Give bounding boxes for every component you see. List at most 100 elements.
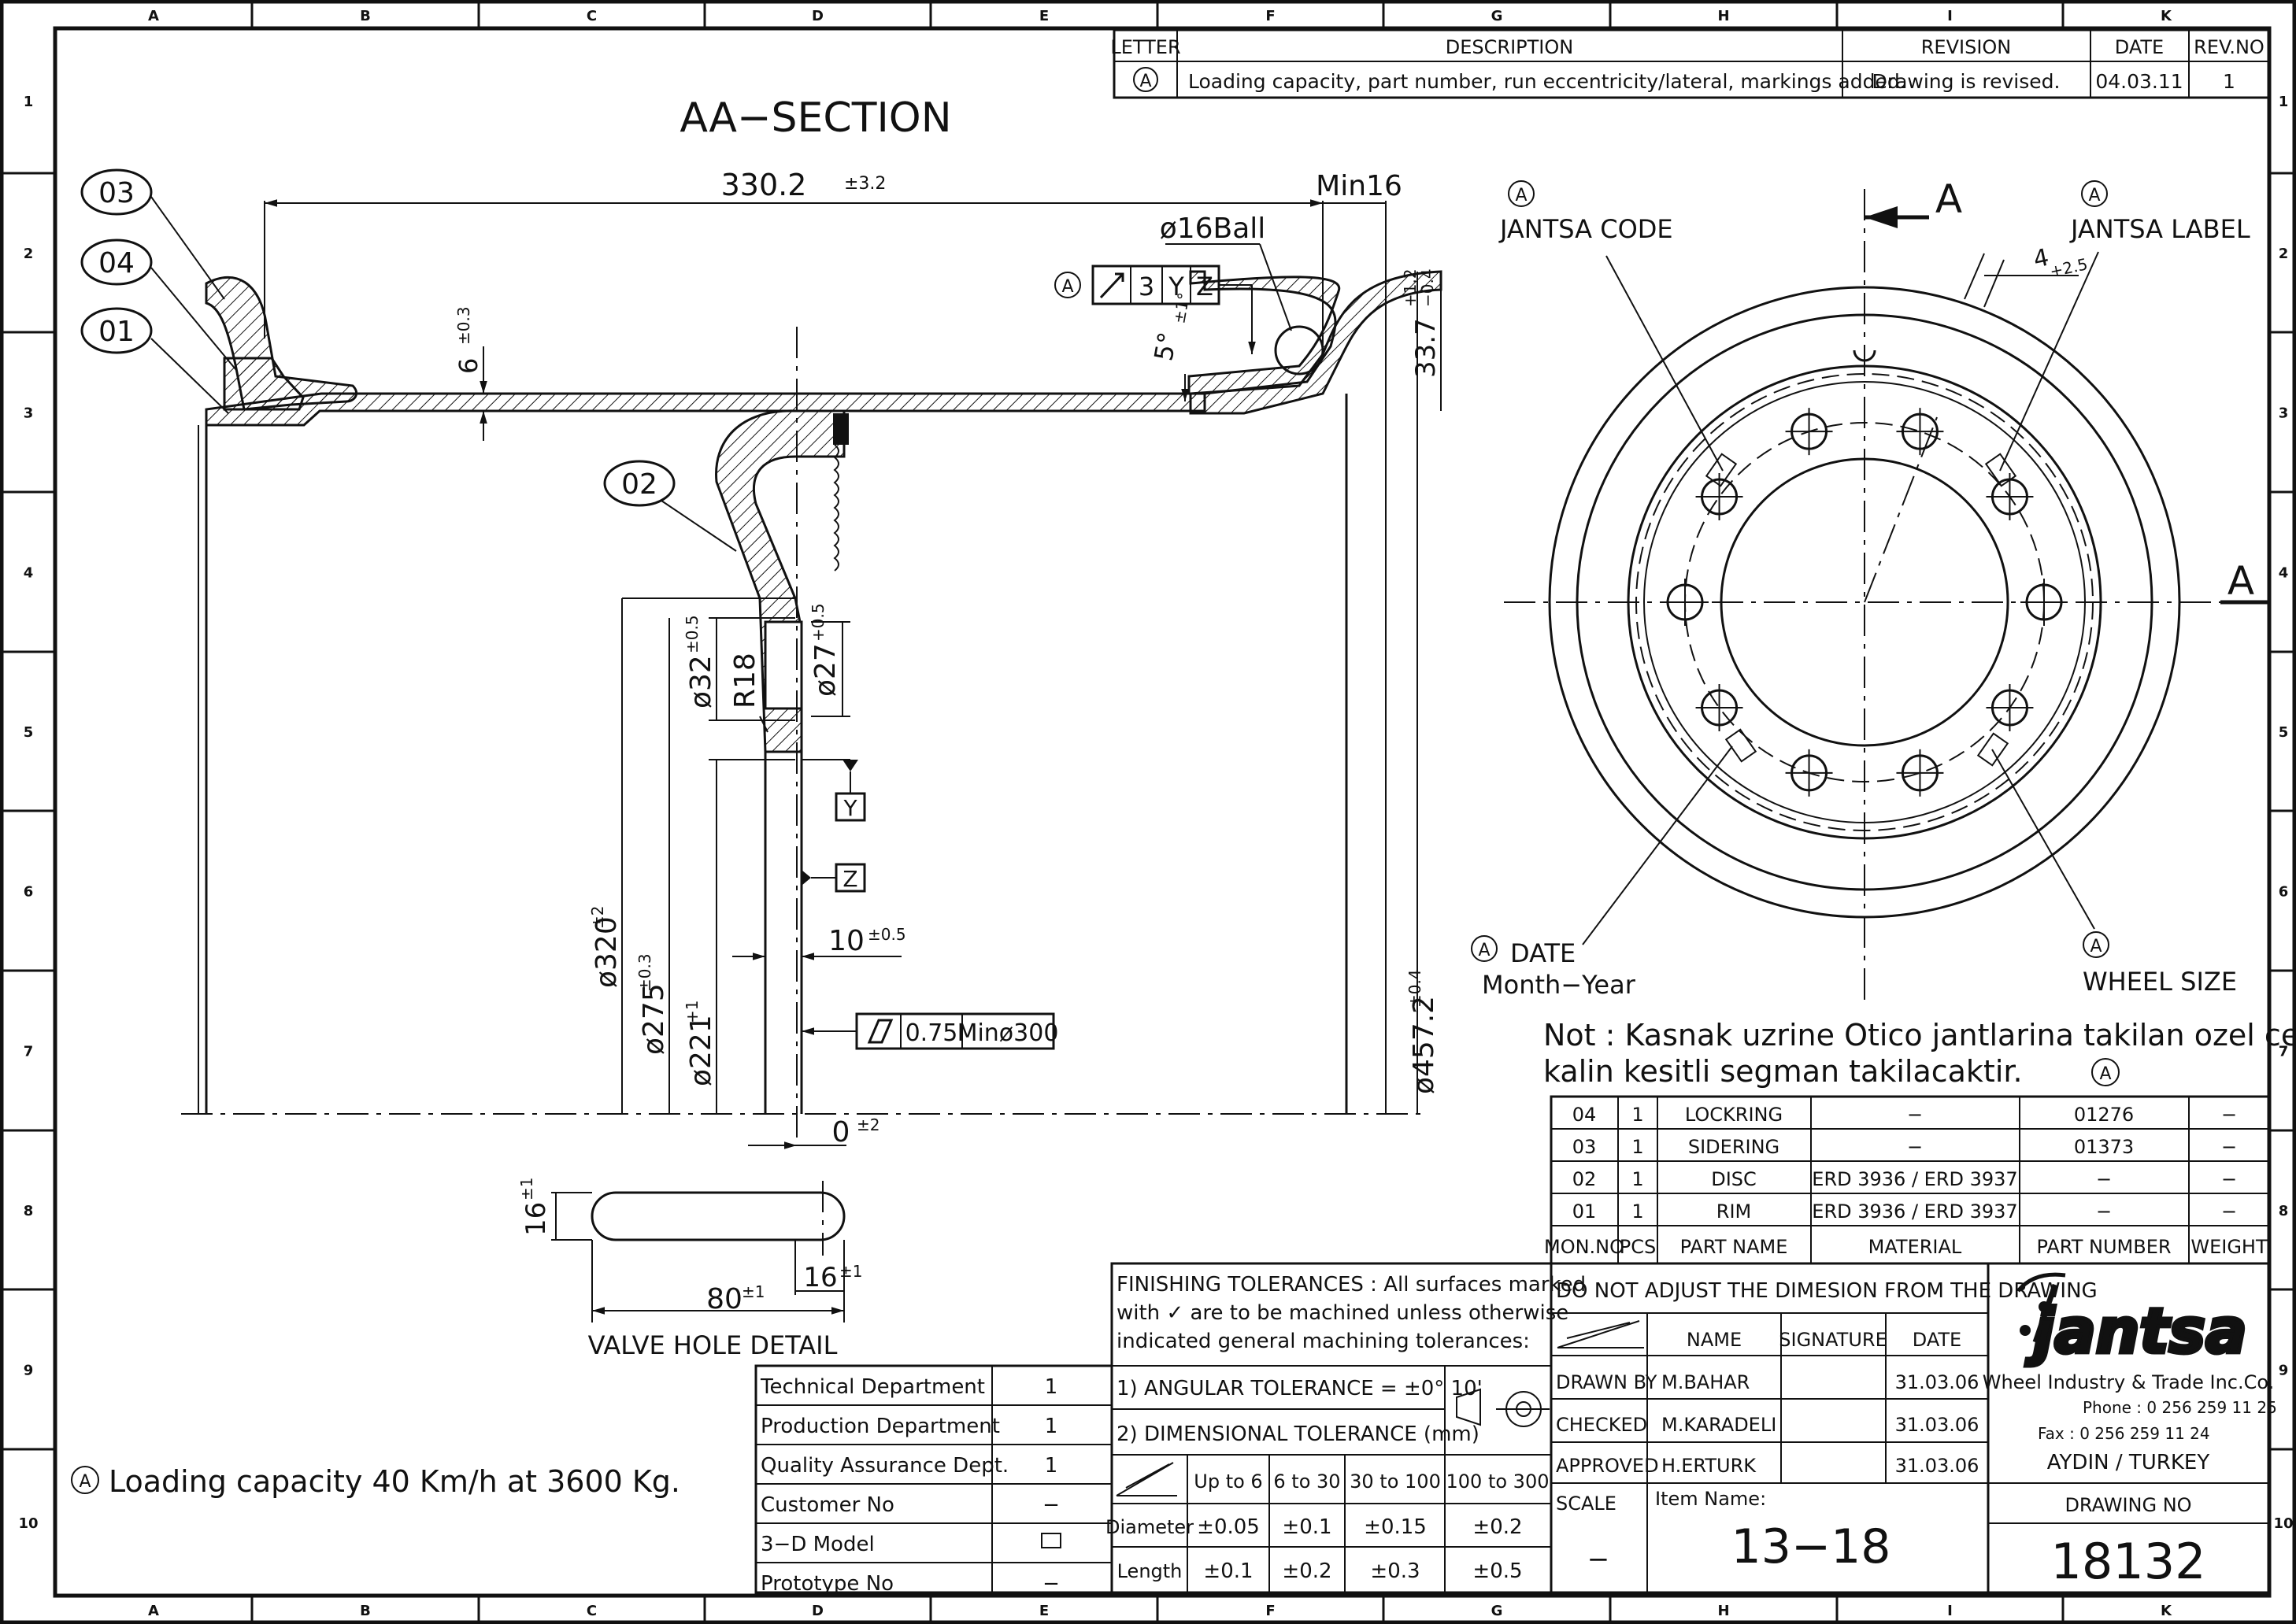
svg-text:A: A bbox=[1478, 941, 1490, 960]
dont-adjust-notice: DO NOT ADJUST THE DIMESION FROM THE DRAW… bbox=[1556, 1279, 2098, 1303]
svg-text:A: A bbox=[2088, 186, 2100, 205]
jantsa-label-label: JANTSA LABEL bbox=[2069, 214, 2250, 244]
grid-row-10: 10 bbox=[18, 1515, 38, 1532]
parts-cell: ERD 3936 / ERD 3937 bbox=[1812, 1168, 2017, 1190]
valve-w-tol: ±1 bbox=[742, 1282, 765, 1301]
grid-row-6: 6 bbox=[2279, 884, 2289, 901]
valve-r-tol: ±1 bbox=[839, 1262, 862, 1281]
machined-surface-mark bbox=[833, 444, 839, 572]
grid-row-3: 3 bbox=[2279, 405, 2289, 422]
datum-y-box bbox=[835, 792, 866, 822]
section-mark-right: A bbox=[2227, 558, 2254, 604]
runout-value: 3 bbox=[1139, 272, 1154, 301]
valve-hole-detail: 16 ±1 80 ±1 16 ±1 VALVE HOLE DETAIL bbox=[517, 1178, 862, 1360]
grid-col-E: E bbox=[1039, 8, 1049, 24]
parts-cell: 01 bbox=[1572, 1200, 1597, 1223]
parts-cell: 1 bbox=[1631, 1104, 1643, 1126]
jantsa-code-label: JANTSA CODE bbox=[1498, 214, 1673, 244]
grid-col-B: B bbox=[360, 1603, 371, 1619]
d275-dim: ø275 bbox=[638, 983, 670, 1055]
balloon-02: 02 bbox=[603, 460, 737, 552]
parts-cell: 01373 bbox=[2074, 1136, 2134, 1158]
grid-row-5: 5 bbox=[24, 724, 34, 741]
aa-section-view: AA−SECTION 330.2 ±3.2 Min16 bbox=[80, 94, 1442, 1149]
parts-cell: RIM bbox=[1716, 1200, 1751, 1223]
d27-dim: ø27 bbox=[809, 643, 842, 697]
rev-header-date: DATE bbox=[2115, 36, 2164, 58]
finishing-line-1: FINISHING TOLERANCES : All surfaces mark… bbox=[1117, 1273, 1586, 1297]
parts-cell: 04 bbox=[1572, 1104, 1597, 1126]
signoff-name: H.ERTURK bbox=[1661, 1455, 1757, 1477]
flange-dim: 33.7 bbox=[1410, 318, 1442, 378]
flatness-min: Minø300 bbox=[957, 1019, 1059, 1047]
d320-dim: ø320 bbox=[591, 916, 623, 988]
parts-cell: − bbox=[2221, 1168, 2237, 1190]
company-fax: Fax : 0 256 259 11 24 bbox=[2038, 1424, 2210, 1443]
valve-w-dim: 80 bbox=[706, 1283, 742, 1315]
grid-row-7: 7 bbox=[24, 1044, 34, 1060]
parts-header: WEIGHT bbox=[2190, 1236, 2268, 1258]
signoff-header-date: DATE bbox=[1913, 1329, 1961, 1351]
parts-cell: − bbox=[2096, 1200, 2112, 1223]
dim-4: 4 bbox=[2031, 244, 2051, 274]
projection-cone-icon bbox=[1456, 1388, 1481, 1426]
svg-text:jantsa: jantsa bbox=[2025, 1297, 2246, 1367]
company-city: AYDIN / TURKEY bbox=[2047, 1451, 2210, 1474]
grid-col-H: H bbox=[1717, 1603, 1729, 1619]
valve-r-dim: 16 bbox=[803, 1262, 837, 1293]
svg-text:A: A bbox=[2090, 937, 2102, 956]
grid-row-6: 6 bbox=[24, 884, 34, 901]
parts-cell: 01276 bbox=[2074, 1104, 2134, 1126]
grid-col-I: I bbox=[1947, 8, 1953, 24]
rim-profile bbox=[205, 392, 1206, 427]
grid-col-C: C bbox=[587, 1603, 597, 1619]
balloon-03: 03 bbox=[80, 168, 225, 300]
runout-datum-z: Z bbox=[1196, 272, 1213, 301]
grid-col-B: B bbox=[360, 8, 371, 24]
finishing-symbol-icon bbox=[1116, 1462, 1177, 1496]
valve-slot bbox=[591, 1191, 846, 1241]
grid-row-2: 2 bbox=[2279, 246, 2289, 262]
department-count: − bbox=[1042, 1572, 1060, 1596]
flatness-icon bbox=[867, 1019, 894, 1044]
parts-cell: LOCKRING bbox=[1685, 1104, 1783, 1126]
parts-cell: − bbox=[1907, 1136, 1923, 1158]
department-count: 1 bbox=[1045, 1454, 1058, 1478]
drawing-no: 18132 bbox=[2050, 1533, 2205, 1590]
lockring-profile bbox=[223, 357, 305, 411]
parts-cell: − bbox=[1907, 1104, 1923, 1126]
footnote-text: Loading capacity 40 Km/h at 3600 Kg. bbox=[109, 1464, 680, 1499]
t10-tol: ±0.5 bbox=[868, 925, 906, 944]
d275-tol: ±0.3 bbox=[635, 953, 654, 992]
dimensional-tolerance: 2) DIMENSIONAL TOLERANCE (mm) bbox=[1117, 1422, 1479, 1446]
finishing-tolerances: FINISHING TOLERANCES : All surfaces mark… bbox=[1105, 1262, 1586, 1594]
grid-row-8: 8 bbox=[24, 1203, 34, 1219]
offset-dim: 0 bbox=[832, 1116, 850, 1149]
datum-y: Y bbox=[842, 795, 857, 821]
signoff-name: M.KARADELI bbox=[1661, 1414, 1776, 1436]
runout-datum-y: Y bbox=[1168, 272, 1184, 301]
datum-z-box bbox=[835, 863, 866, 893]
note-line-1: Not : Kasnak uzrine Otico jantlarina tak… bbox=[1543, 1018, 2296, 1052]
svg-text:01: 01 bbox=[98, 316, 135, 348]
tolerance-range: Up to 6 bbox=[1194, 1470, 1262, 1493]
tolerance-range: 30 to 100 bbox=[1350, 1470, 1441, 1493]
diameter-label: Diameter bbox=[1105, 1516, 1194, 1538]
grid-col-H: H bbox=[1717, 8, 1729, 24]
grid-col-I: I bbox=[1947, 1603, 1953, 1619]
parts-cell: 03 bbox=[1572, 1136, 1597, 1158]
department-name: Quality Assurance Dept. bbox=[761, 1454, 1009, 1478]
runout-arrow-icon bbox=[1099, 272, 1124, 299]
department-name: Prototype No bbox=[761, 1572, 894, 1596]
grid-row-10: 10 bbox=[2273, 1515, 2293, 1532]
parts-header: PCS bbox=[1620, 1236, 1656, 1258]
note-rev-mark: A bbox=[2099, 1064, 2111, 1084]
wheel-size-label: WHEEL SIZE bbox=[2083, 967, 2237, 997]
right-flange-profile bbox=[1187, 270, 1341, 395]
wheel-front-view: A A A JANTSA CODE A JANTSA LABEL 4 +2.5 … bbox=[1471, 176, 2269, 1000]
